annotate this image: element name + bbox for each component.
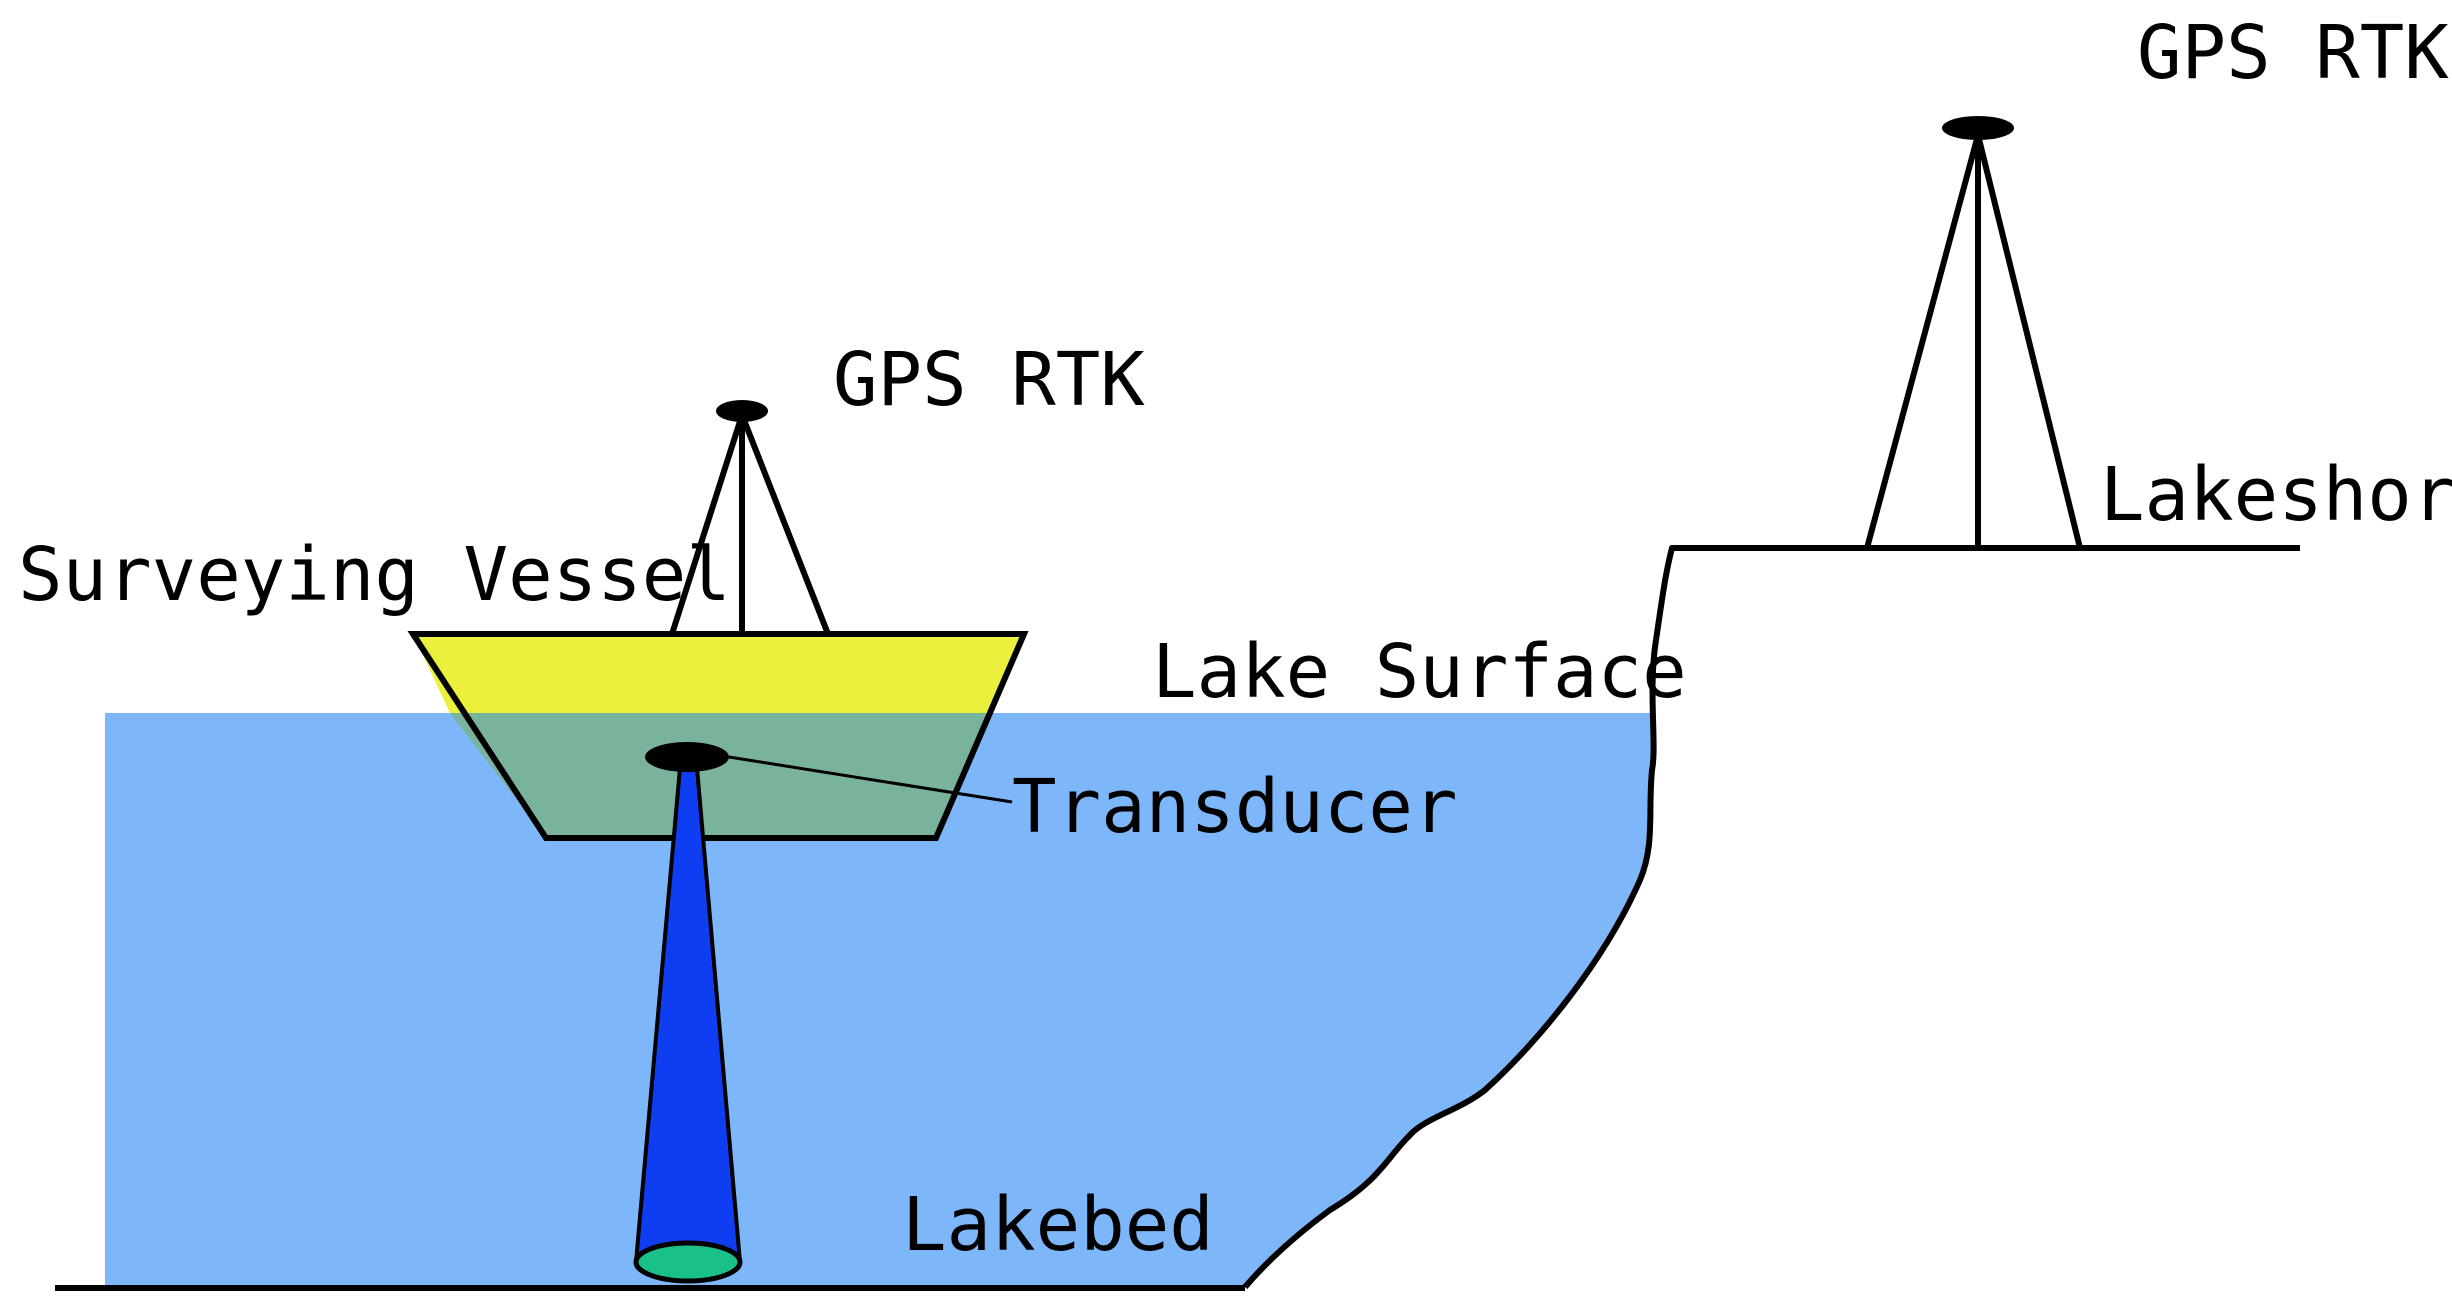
vessel-hull-outline <box>407 631 1029 841</box>
label-lakebed: Lakebed <box>902 1182 1214 1268</box>
vessel-hull-above-water <box>413 634 1024 713</box>
beam-footprint <box>633 1240 743 1284</box>
shore-gps-antenna-icon <box>1942 116 2014 140</box>
vessel-gps-tripod <box>669 412 831 637</box>
label-gps-rtk-shore: GPS RTK <box>2137 10 2449 96</box>
lake-water <box>105 713 1655 1287</box>
shore-gps-tripod <box>1864 132 2083 551</box>
transducer-icon <box>645 742 729 772</box>
label-gps-rtk-vessel: GPS RTK <box>833 337 1145 423</box>
vessel-gps-antenna-icon <box>716 400 768 422</box>
transducer-leader-line <box>728 755 1013 804</box>
vessel-hull-below-water <box>450 713 990 838</box>
label-transducer: Transducer <box>1012 764 1458 850</box>
label-lakeshore: Lakeshore <box>2100 452 2452 538</box>
label-surveying-vessel: Surveying Vessel <box>18 532 731 618</box>
shore-bank <box>1242 545 2300 1289</box>
label-lake-surface: Lake Surface <box>1152 629 1687 715</box>
